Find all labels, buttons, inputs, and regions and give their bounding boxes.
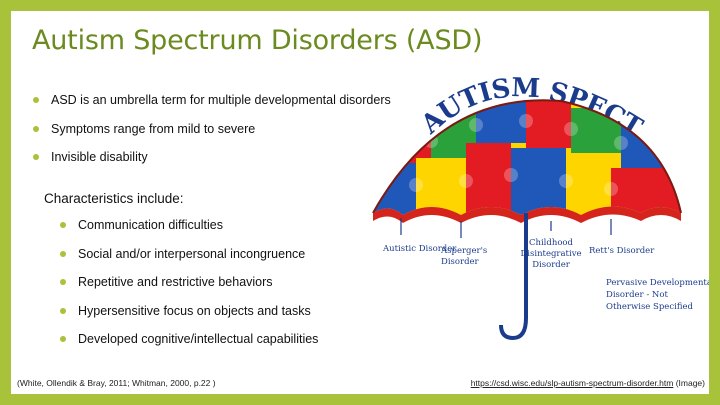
citation-right: https://csd.wisc.edu/slp-autism-spectrum… [471, 378, 705, 388]
umbrella-canopy [373, 100, 681, 215]
puzzle-piece [416, 158, 466, 215]
umbrella-handle [499, 317, 528, 341]
bullet-dot-icon [33, 125, 39, 132]
characteristic-item: Social and/or interpersonal incongruence [60, 247, 318, 276]
label-childhood-line3: Disorder [532, 260, 571, 270]
characteristic-item: Communication difficulties [60, 218, 318, 247]
citation-left: (White, Ollendik & Bray, 2011; Whitman, … [17, 378, 216, 388]
label-childhood-line1: Childhood [529, 238, 574, 248]
bullet-dot-icon [33, 154, 39, 160]
label-pdd-line3: Otherwise Specified [606, 302, 694, 312]
label-asperger-line1: Asperger's [440, 246, 487, 256]
bullet-dot-icon [60, 307, 66, 314]
label-pdd-line2: Disorder - Not [606, 290, 668, 300]
bullet-dot-icon [60, 279, 66, 285]
characteristics-list: Communication difficulties Social and/or… [60, 218, 318, 361]
label-pdd-line1: Pervasive Developmental [606, 278, 709, 288]
label-retts-disorder: Rett's Disorder [589, 246, 655, 256]
image-source-link[interactable]: https://csd.wisc.edu/slp-autism-spectrum… [470, 378, 674, 388]
bullet-dot-icon [33, 97, 39, 103]
characteristic-item: Developed cognitive/intellectual capabil… [60, 332, 318, 361]
puzzle-piece [526, 100, 571, 148]
asd-umbrella-graphic: AUTISM SPECTRUM DISORDERS [361, 63, 709, 341]
bullet-item: ASD is an umbrella term for multiple dev… [33, 93, 391, 122]
puzzle-piece [466, 143, 511, 215]
bullet-dot-icon [60, 336, 66, 342]
puzzle-piece [566, 153, 611, 215]
bullet-dot-icon [60, 222, 66, 228]
slide-title: Autism Spectrum Disorders (ASD) [32, 25, 483, 56]
bullet-item: Symptoms range from mild to severe [33, 122, 391, 151]
slide: Autism Spectrum Disorders (ASD) ASD is a… [11, 11, 709, 394]
puzzle-piece [511, 148, 566, 215]
puzzle-piece [381, 123, 431, 163]
characteristic-item: Hypersensitive focus on objects and task… [60, 304, 318, 333]
label-autistic-disorder: Autistic Disorder [382, 244, 457, 254]
main-bullet-list: ASD is an umbrella term for multiple dev… [33, 93, 391, 179]
characteristics-heading: Characteristics include: [44, 191, 184, 206]
label-asperger-line2: Disorder [441, 257, 480, 267]
bullet-item: Invisible disability [33, 150, 391, 179]
characteristic-item: Repetitive and restrictive behaviors [60, 275, 318, 304]
bullet-dot-icon [60, 250, 66, 257]
image-source-suffix: (Image) [673, 378, 705, 388]
label-childhood-line2: Disintegrative [520, 249, 581, 259]
canopy-outline [372, 99, 682, 214]
